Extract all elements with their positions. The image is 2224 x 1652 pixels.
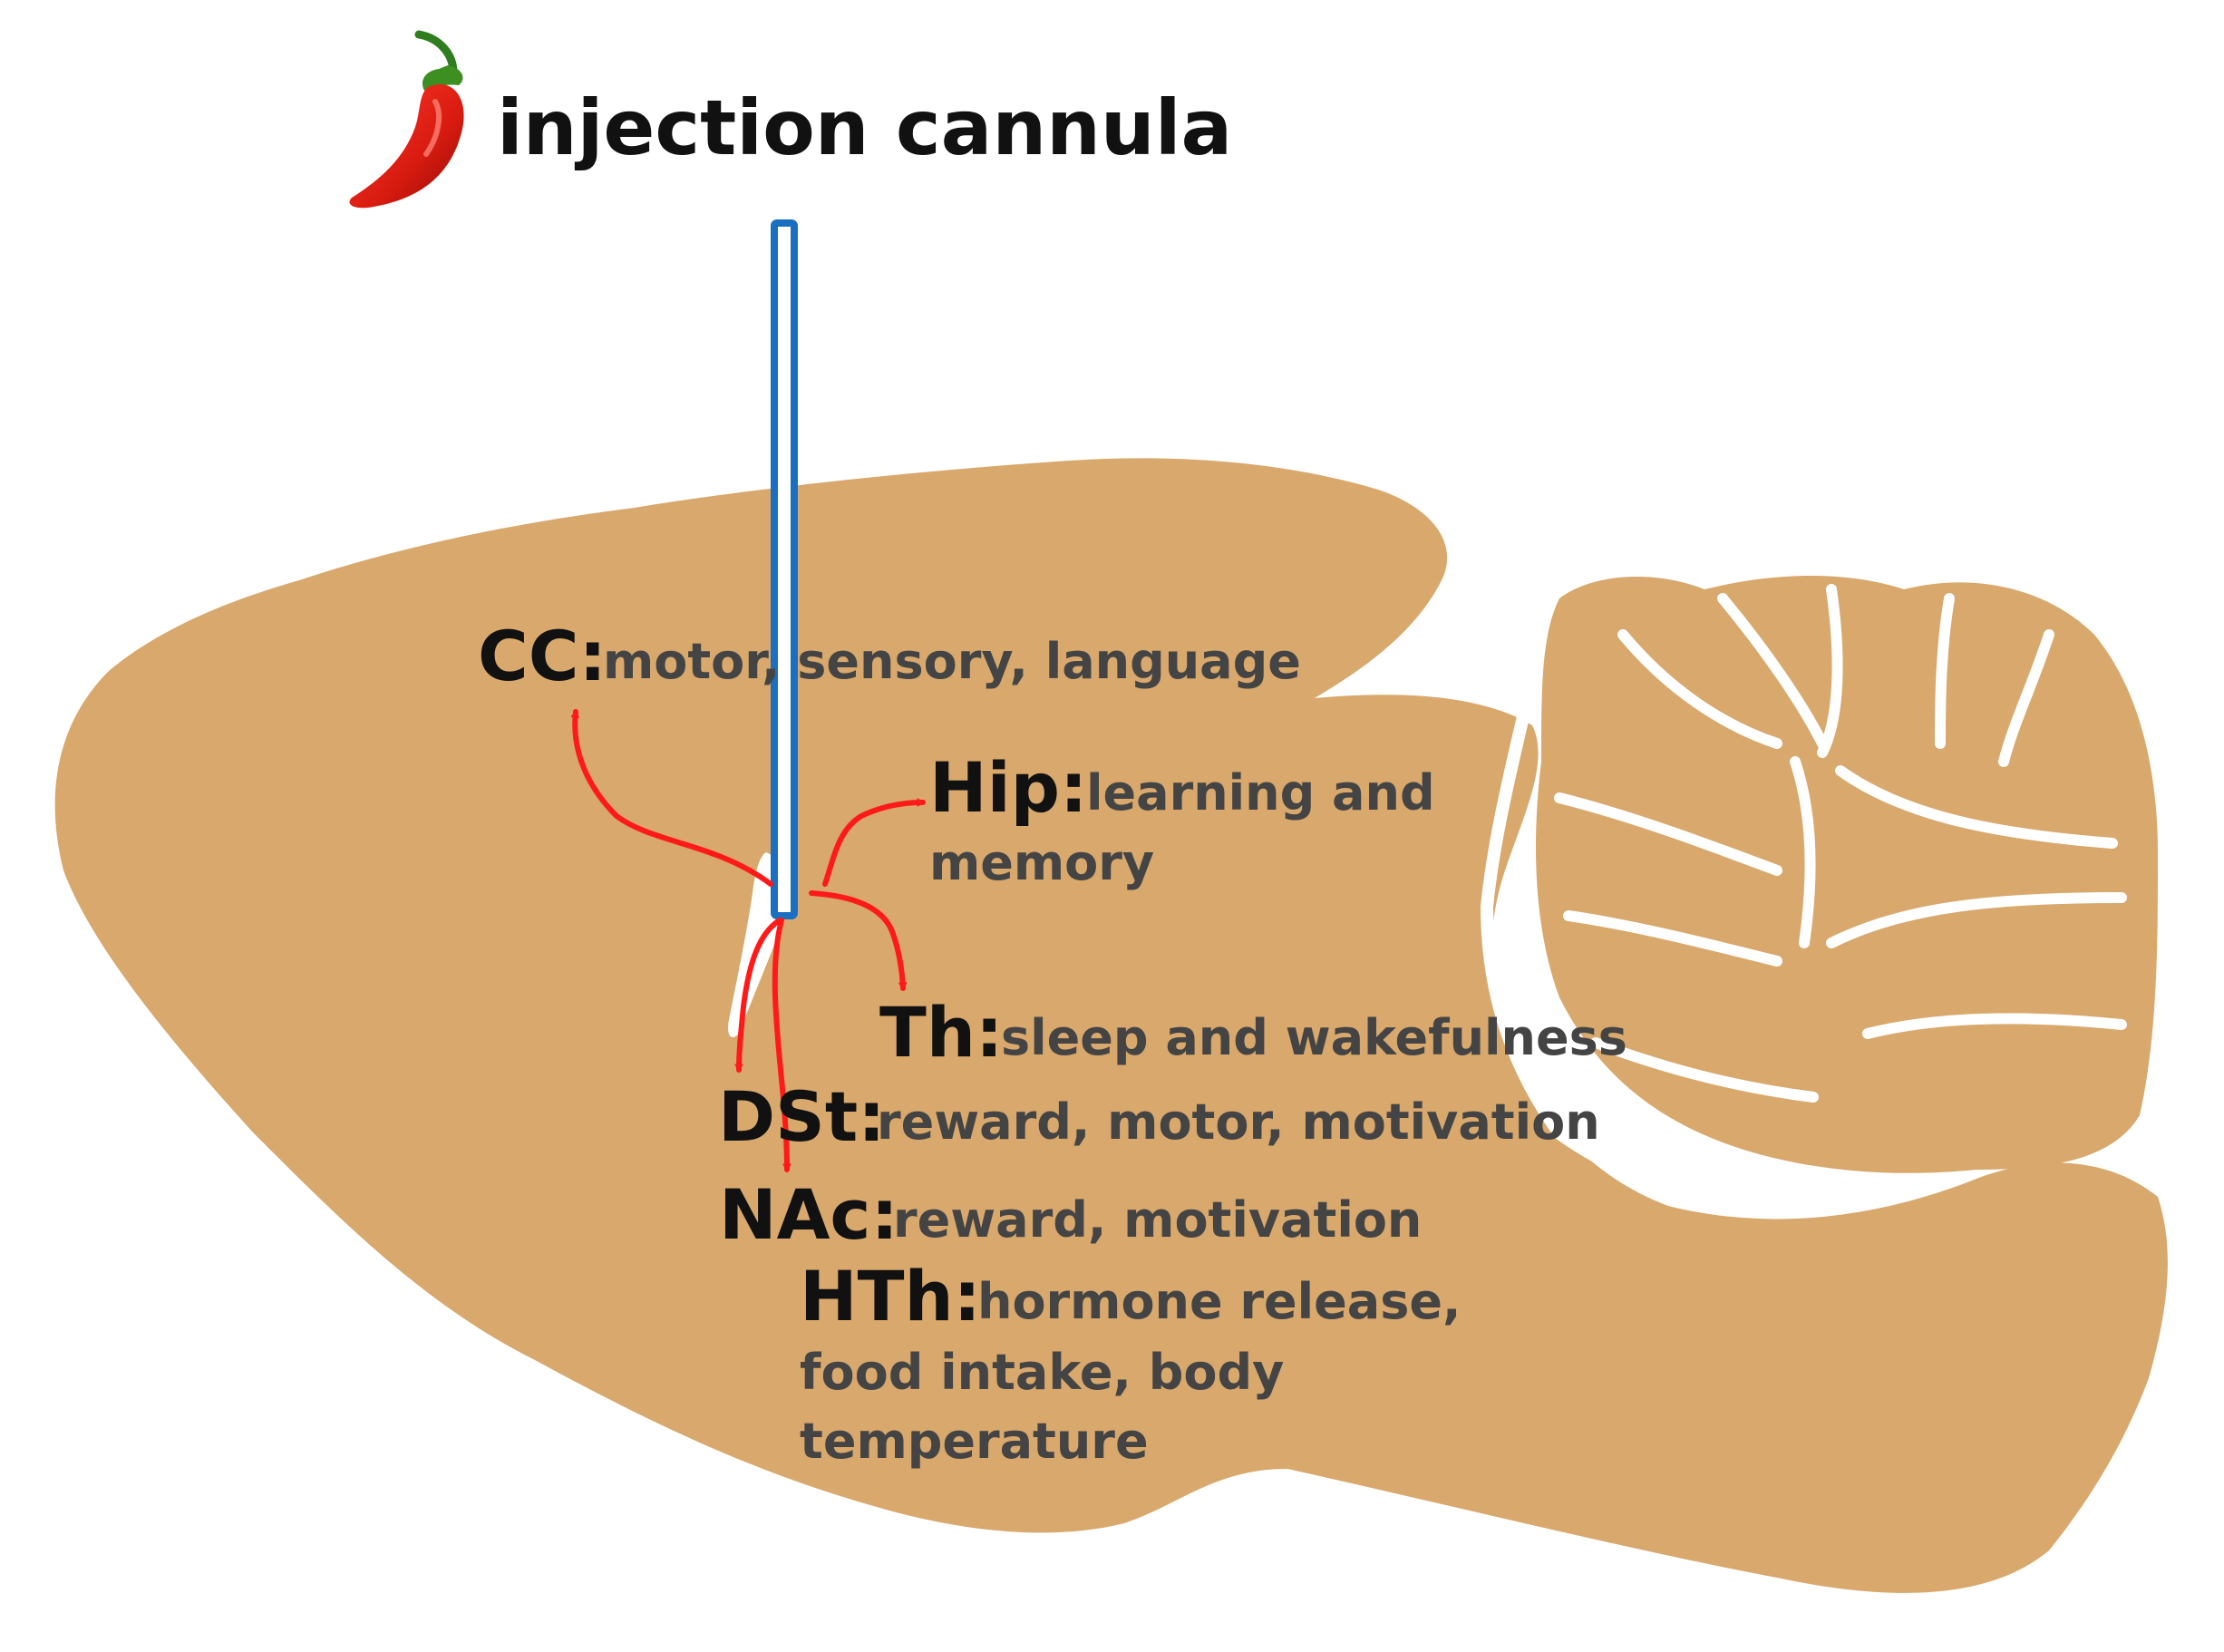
chili-pepper-icon: [349, 30, 464, 209]
label-cc-abbr: CC:: [478, 616, 607, 696]
figure-title: injection cannula: [497, 83, 1232, 172]
projection-arrows: [570, 709, 926, 1172]
label-nac-abbr: NAc:: [719, 1174, 898, 1255]
arrow-to-th: [809, 890, 908, 991]
cerebrum-shape: [54, 458, 2168, 1593]
cerebellum-shape: [1536, 576, 2158, 1173]
label-nac-desc: reward, motivation: [893, 1191, 1422, 1249]
injection-cannula: [771, 219, 798, 919]
label-hth-desc-1: hormone release,: [977, 1273, 1462, 1330]
label-dst: DSt: reward, motor, motivation: [718, 1076, 1600, 1157]
label-hth-abbr: HTh:: [800, 1256, 981, 1336]
label-th-desc: sleep and wakefulness: [1001, 1009, 1627, 1066]
brain-silhouette: [54, 458, 2168, 1593]
arrow-to-dst: [734, 918, 782, 1073]
label-hth: HTh: hormone release, food intake, body …: [800, 1256, 1462, 1470]
label-hip-desc-1: learning and: [1086, 764, 1435, 821]
label-cc: CC: motor, sensory, language: [478, 616, 1301, 696]
label-hth-desc-2: food intake, body: [800, 1344, 1284, 1401]
label-hip: Hip: learning and memory: [929, 747, 1435, 891]
label-nac: NAc: reward, motivation: [719, 1174, 1422, 1255]
label-th: Th: sleep and wakefulness: [879, 992, 1627, 1073]
label-cc-desc: motor, sensory, language: [603, 633, 1301, 690]
cerebellum-gap: [1480, 628, 1765, 1212]
arrow-to-hip: [822, 798, 926, 887]
label-dst-abbr: DSt:: [718, 1076, 886, 1157]
label-hth-desc-3: temperature: [800, 1413, 1149, 1470]
label-hip-abbr: Hip:: [929, 747, 1087, 828]
label-hip-desc-2: memory: [929, 834, 1154, 891]
region-labels: CC: motor, sensory, language Hip: learni…: [478, 616, 1627, 1470]
label-dst-desc: reward, motor, motivation: [877, 1093, 1600, 1151]
cerebellar-fissures: [1554, 584, 2127, 1103]
arrow-to-nac: [772, 918, 792, 1172]
arrow-to-cc: [570, 709, 773, 887]
label-th-abbr: Th:: [879, 992, 1003, 1073]
